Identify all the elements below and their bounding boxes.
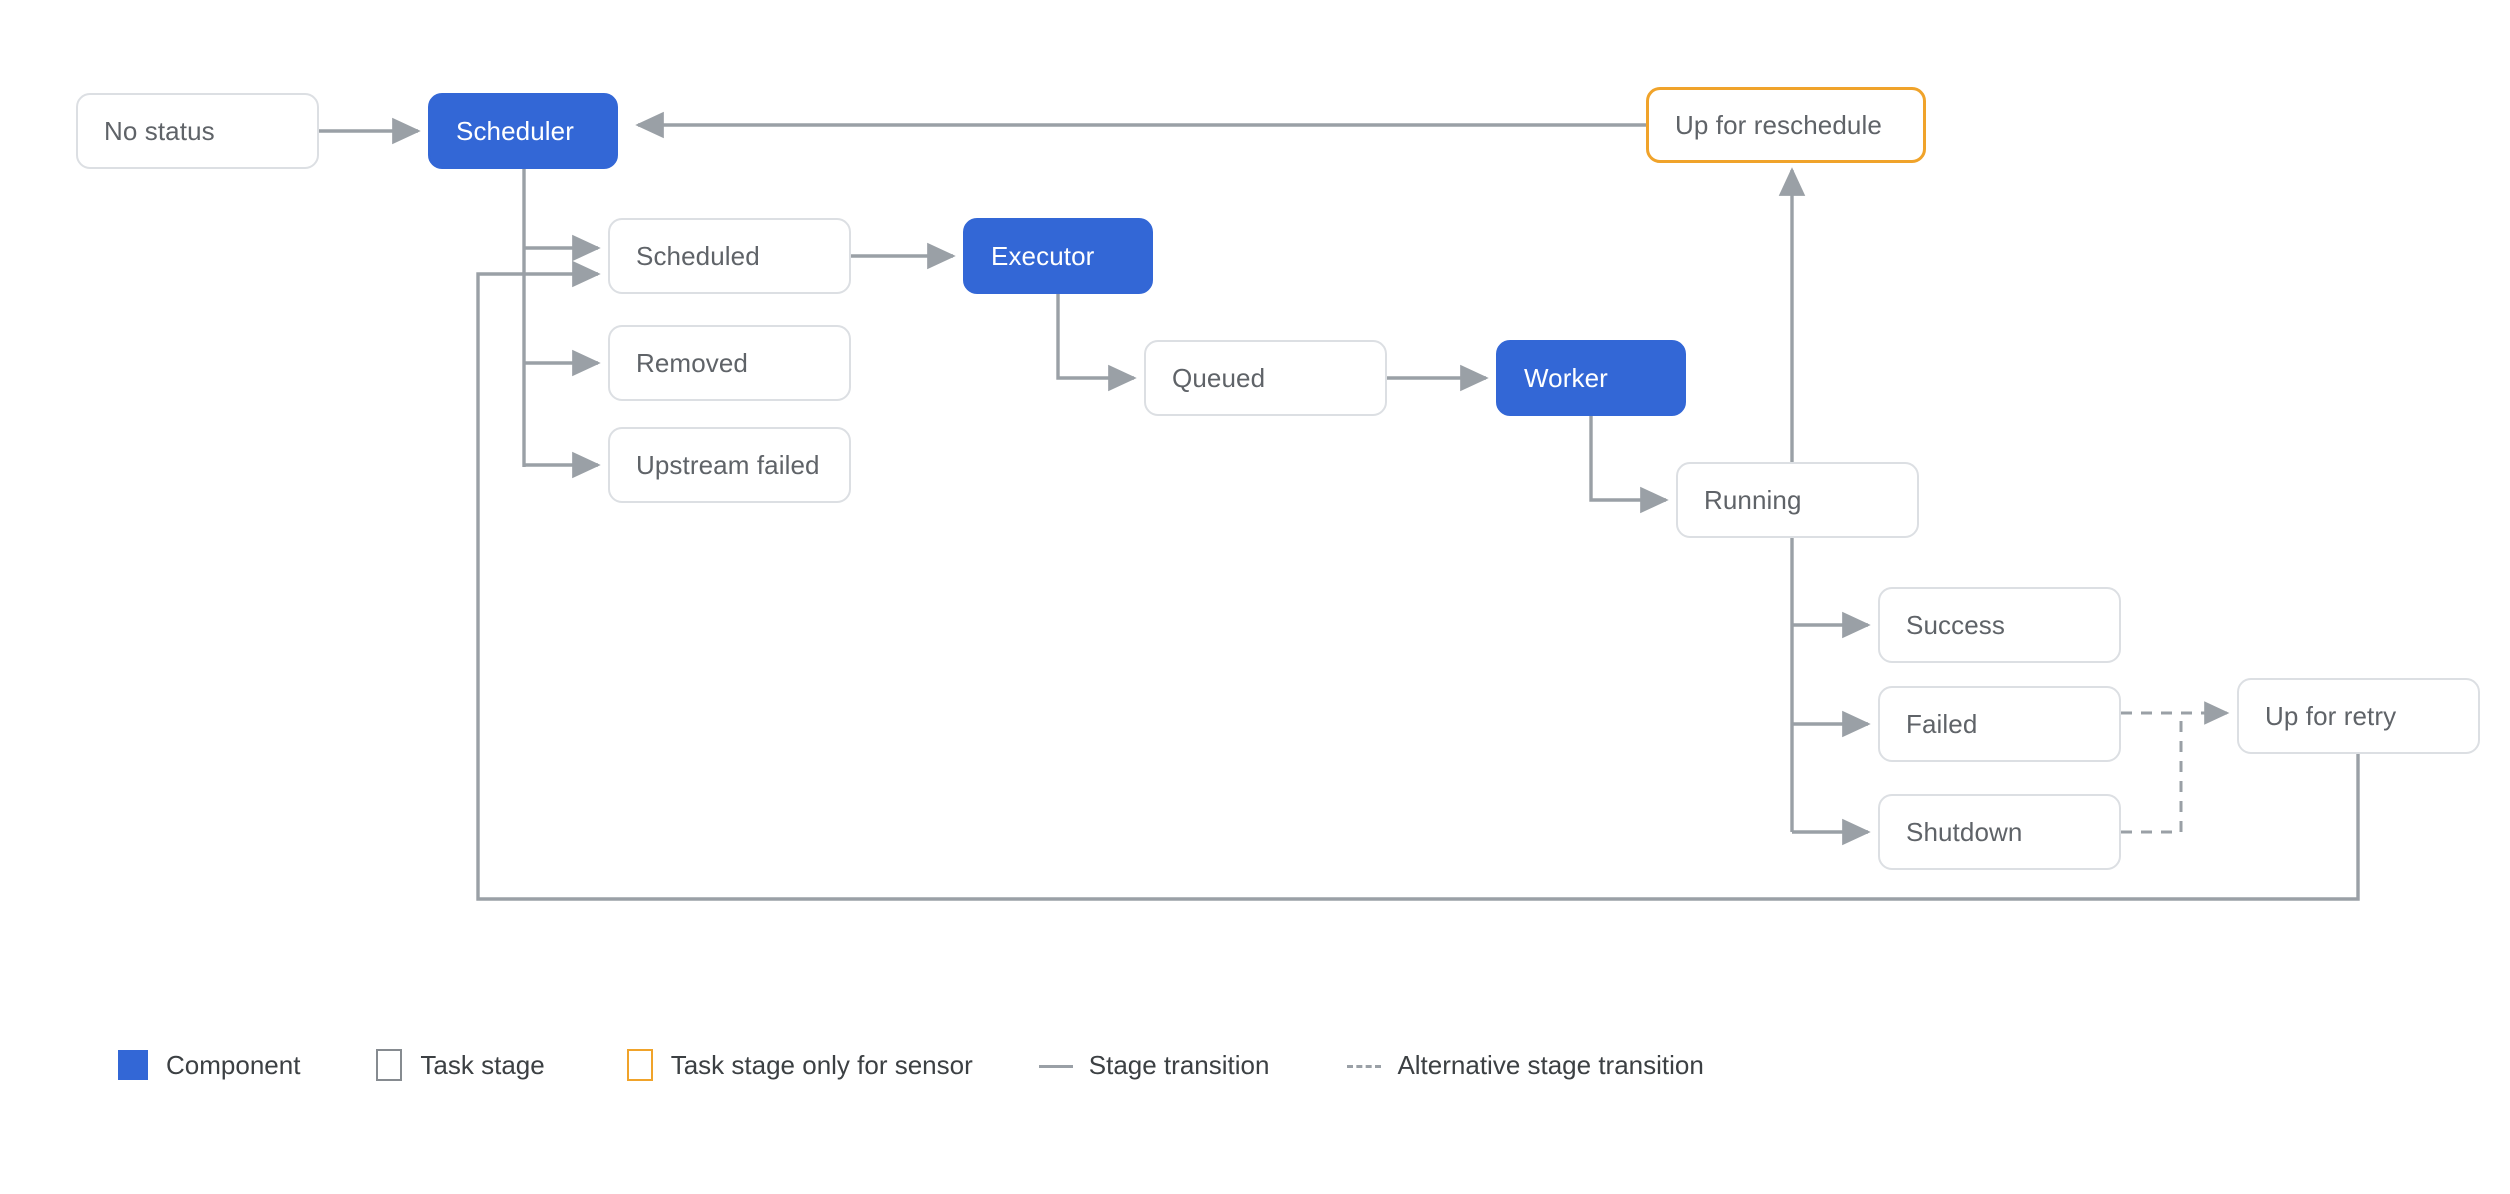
node-label: Up for retry <box>2265 701 2397 731</box>
node-queued[interactable]: Queued <box>1144 340 1387 416</box>
node-label: Running <box>1704 485 1802 515</box>
solid-line-icon <box>1038 1054 1073 1076</box>
legend-label: Task stage only for sensor <box>670 1050 973 1080</box>
legend-item-task-stage: Task stage <box>376 1049 545 1081</box>
node-label: Removed <box>636 348 748 378</box>
legend-label: Component <box>166 1050 301 1080</box>
node-no-status[interactable]: No status <box>76 93 319 169</box>
edge-executor-to-queued <box>1056 294 1137 392</box>
node-scheduler[interactable]: Scheduler <box>428 93 618 169</box>
node-running[interactable]: Running <box>1676 462 1919 538</box>
node-worker[interactable]: Worker <box>1496 340 1686 416</box>
legend-item-component: Component <box>118 1050 300 1080</box>
node-up-for-retry[interactable]: Up for retry <box>2237 678 2480 754</box>
node-label: No status <box>104 116 215 146</box>
node-label: Failed <box>1906 709 1978 739</box>
node-label: Up for reschedule <box>1675 110 1882 140</box>
edge-worker-to-running <box>1589 416 1669 514</box>
edge-shutdown-to-up-for-retry <box>2121 713 2183 834</box>
node-label: Queued <box>1172 363 1266 393</box>
node-label: Scheduled <box>636 241 760 271</box>
legend-label: Stage transition <box>1088 1050 1270 1080</box>
component-swatch-icon <box>118 1050 148 1080</box>
task-stage-swatch-icon <box>376 1049 403 1081</box>
node-success[interactable]: Success <box>1878 587 2121 663</box>
legend-item-task-stage-sensor: Task stage only for sensor <box>626 1049 973 1081</box>
node-scheduled[interactable]: Scheduled <box>608 218 851 294</box>
legend-label: Task stage <box>420 1050 545 1080</box>
node-label: Success <box>1906 610 2005 640</box>
node-label: Scheduler <box>456 116 574 146</box>
node-label: Executor <box>991 241 1095 271</box>
legend-item-stage-transition: Stage transition <box>1038 1050 1270 1080</box>
node-label: Worker <box>1524 363 1608 393</box>
node-failed[interactable]: Failed <box>1878 686 2121 762</box>
legend: Component Task stage Task stage only for… <box>118 1035 1704 1095</box>
legend-label: Alternative stage transition <box>1397 1050 1704 1080</box>
node-label: Shutdown <box>1906 817 2023 847</box>
node-label: Upstream failed <box>636 450 820 480</box>
node-up-for-reschedule[interactable]: Up for reschedule <box>1646 87 1926 163</box>
node-executor[interactable]: Executor <box>963 218 1153 294</box>
legend-item-alternative-stage-transition: Alternative stage transition <box>1347 1050 1704 1080</box>
task-stage-sensor-swatch-icon <box>626 1049 653 1081</box>
node-upstream-failed[interactable]: Upstream failed <box>608 427 851 503</box>
dashed-line-icon <box>1347 1054 1382 1076</box>
node-removed[interactable]: Removed <box>608 325 851 401</box>
node-shutdown[interactable]: Shutdown <box>1878 794 2121 870</box>
